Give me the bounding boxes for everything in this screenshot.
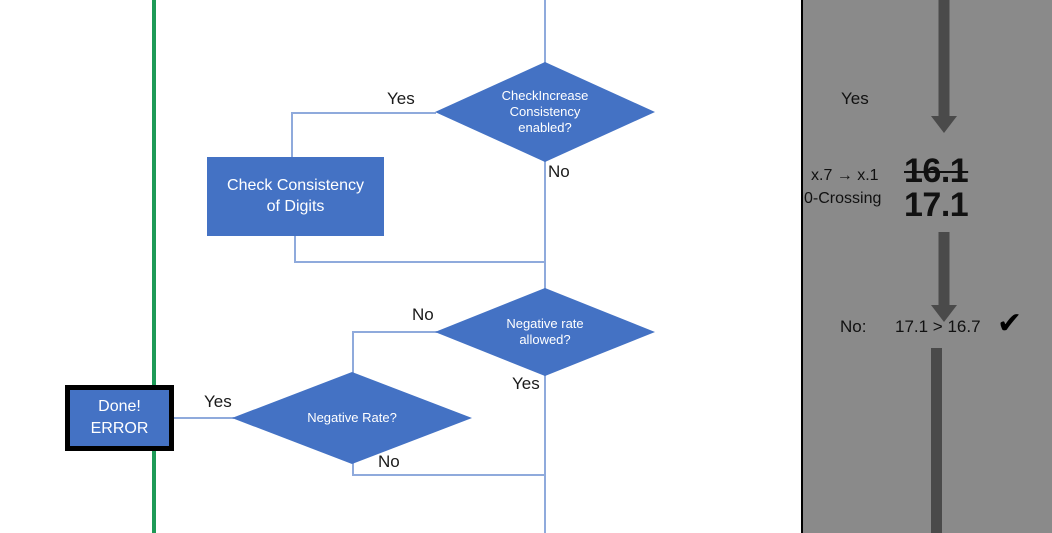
edge-label-negrate-yes: Yes <box>204 392 232 411</box>
panel-comparison-text: 17.1 > 16.7 <box>895 317 981 336</box>
connector-main-spine-top <box>544 0 546 113</box>
panel-value-result: 17.1 <box>904 186 969 224</box>
edge-label-negrate-no: No <box>378 452 400 471</box>
annotation-panel: Yes x.7 → x.1 0-Crossing 16.1 17.1 No: 1… <box>801 0 1052 533</box>
decision-label: CheckIncrease Consistency enabled? <box>502 88 589 136</box>
panel-value-struck: 16.1 <box>904 152 969 190</box>
connector-checkincrease-yes-vertical <box>291 112 293 157</box>
edge-label-checkincrease-no: No <box>548 162 570 181</box>
decision-label-line2: allowed? <box>519 332 571 347</box>
arrow-down-first <box>931 0 957 133</box>
decision-negative-rate[interactable]: Negative Rate? <box>232 372 472 464</box>
arrow-head <box>931 305 957 322</box>
process-label: Check Consistency of Digits <box>227 176 364 218</box>
decision-label-line1: CheckIncrease <box>501 88 589 104</box>
connector-main-spine-bottom <box>544 369 546 533</box>
process-check-consistency-of-digits[interactable]: Check Consistency of Digits <box>207 157 384 236</box>
edge-label-negrate-allowed-yes: Yes <box>512 374 540 393</box>
panel-trailing-bar <box>931 348 942 533</box>
decision-label-line1: Negative Rate? <box>307 410 397 426</box>
decision-label-line1: Negative rate <box>506 316 584 332</box>
decision-negative-rate-allowed[interactable]: Negative rate allowed? <box>435 288 655 376</box>
connector-consistency-box-return <box>294 261 546 263</box>
panel-rule-label-line1: x.7 → x.1 <box>811 167 879 184</box>
connector-negrate-allowed-no-horizontal <box>352 331 437 333</box>
process-label-line1: Check Consistency <box>227 176 364 194</box>
arrow-down-second <box>931 232 957 322</box>
decision-label-line2: Consistency <box>509 104 581 120</box>
arrow-shaft <box>938 232 950 305</box>
panel-yes-label: Yes <box>841 89 869 108</box>
connector-checkincrease-yes-horizontal <box>291 112 436 114</box>
decision-label: Negative Rate? <box>307 410 397 426</box>
decision-label-line3: enabled? <box>518 119 572 135</box>
green-divider-line <box>152 0 156 533</box>
connector-consistency-box-down <box>294 236 296 262</box>
terminator-done-error[interactable]: Done! ERROR <box>65 385 174 451</box>
arrow-shaft <box>938 0 950 116</box>
checkmark-icon: ✔ <box>997 307 1023 340</box>
connector-main-spine-mid <box>544 159 546 262</box>
connector-negrate-yes-horizontal <box>172 417 234 419</box>
connector-negrate-no-horizontal <box>352 474 546 476</box>
connector-negrate-allowed-no-vertical <box>352 331 354 374</box>
terminator-label-line2: ERROR <box>90 420 149 437</box>
terminator-label: Done! ERROR <box>91 396 149 439</box>
process-label-line2: of Digits <box>266 197 325 215</box>
connector-negrate-no-vertical <box>352 462 354 475</box>
panel-rule-label-line2: 0-Crossing <box>804 190 882 207</box>
decision-label: Negative rate allowed? <box>506 316 583 348</box>
arrow-head <box>931 116 957 133</box>
edge-label-negrate-allowed-no: No <box>412 305 434 324</box>
terminator-label-line1: Done! <box>98 398 141 416</box>
edge-label-checkincrease-yes: Yes <box>387 89 415 108</box>
decision-check-increase-consistency[interactable]: CheckIncrease Consistency enabled? <box>435 62 655 162</box>
panel-comparison-prefix: No: <box>840 317 867 336</box>
